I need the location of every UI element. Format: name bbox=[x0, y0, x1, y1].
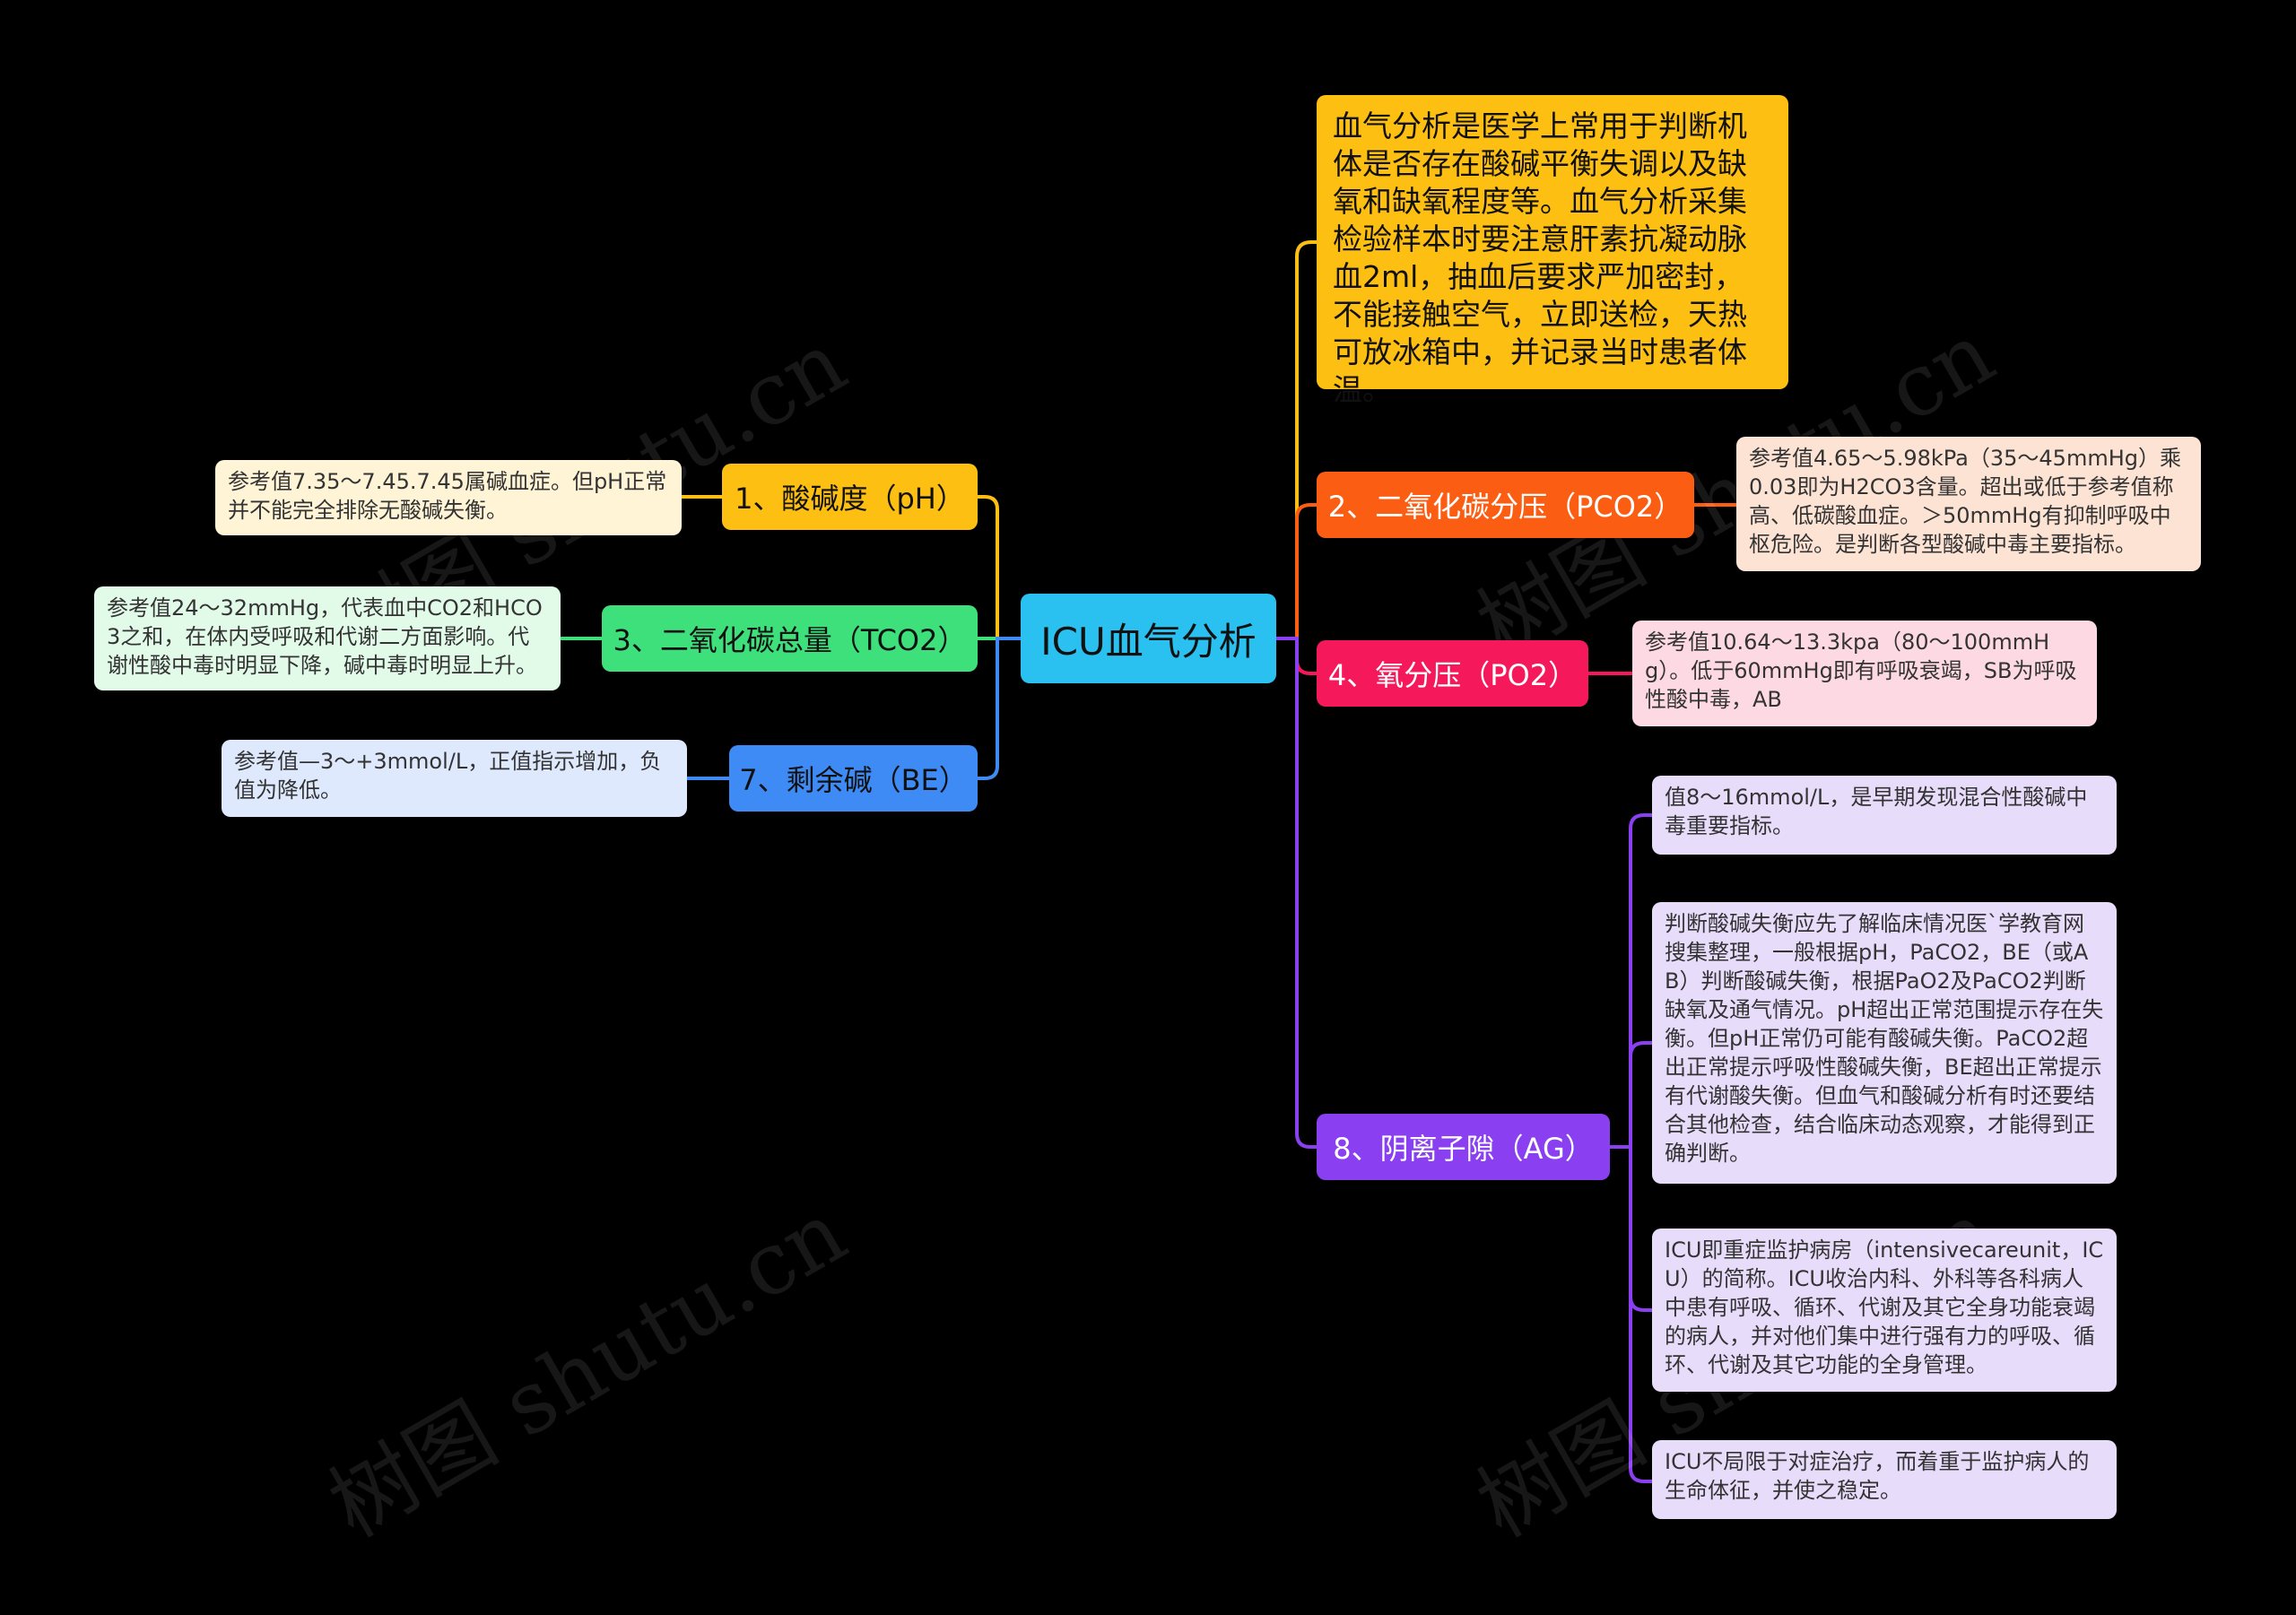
branch-ag[interactable]: 8、阴离子隙（AG） bbox=[1317, 1114, 1610, 1180]
branch-be[interactable]: 7、剩余碱（BE） bbox=[729, 745, 978, 812]
branch-po2[interactable]: 4、氧分压（PO2） bbox=[1317, 640, 1588, 707]
note-pco2: 参考值4.65～5.98kPa（35～45mmHg）乘0.03即为H2CO3含量… bbox=[1736, 437, 2201, 571]
edge-root-intro bbox=[1276, 240, 1317, 640]
branch-tco2[interactable]: 3、二氧化碳总量（TCO2） bbox=[602, 605, 978, 672]
note-tco2: 参考值24～32mmHg，代表血中CO2和HCO3之和，在体内受呼吸和代谢二方面… bbox=[94, 586, 561, 690]
note-be: 参考值—3～+3mmol/L，正值指示增加，负值为降低。 bbox=[222, 740, 687, 817]
edge-ag-n4 bbox=[1610, 1145, 1652, 1483]
note-ag-3: ICU即重症监护病房（intensivecareunit，ICU）的简称。ICU… bbox=[1652, 1229, 2117, 1392]
note-po2: 参考值10.64～13.3kpa（80～100mmHg）。低于60mmHg即有呼… bbox=[1632, 621, 2097, 726]
note-ag-2: 判断酸碱失衡应先了解临床情况医`学教育网搜集整理，一般根据pH，PaCO2，BE… bbox=[1652, 902, 2117, 1184]
branch-ph[interactable]: 1、酸碱度（pH） bbox=[722, 464, 978, 530]
edge-root-ph bbox=[978, 495, 1021, 640]
edge-root-ag bbox=[1276, 637, 1317, 1149]
edge-root-pco2 bbox=[1276, 503, 1317, 640]
edge-ag-n2 bbox=[1610, 1041, 1652, 1149]
note-intro: 血气分析是医学上常用于判断机体是否存在酸碱平衡失调以及缺氧和缺氧程度等。血气分析… bbox=[1317, 95, 1788, 407]
branch-pco2[interactable]: 2、二氧化碳分压（PCO2） bbox=[1317, 472, 1694, 538]
note-ag-1: 值8～16mmol/L，是早期发现混合性酸碱中毒重要指标。 bbox=[1652, 776, 2117, 855]
note-ag-4: ICU不局限于对症治疗，而着重于监护病人的生命体征，并使之稳定。 bbox=[1652, 1440, 2117, 1519]
root-node[interactable]: ICU血气分析 bbox=[1021, 594, 1276, 683]
edge-root-be bbox=[978, 637, 1021, 780]
edge-ag-n1 bbox=[1610, 813, 1652, 1149]
note-ph: 参考值7.35～7.45.7.45属碱血症。但pH正常并不能完全排除无酸碱失衡。 bbox=[215, 460, 682, 535]
